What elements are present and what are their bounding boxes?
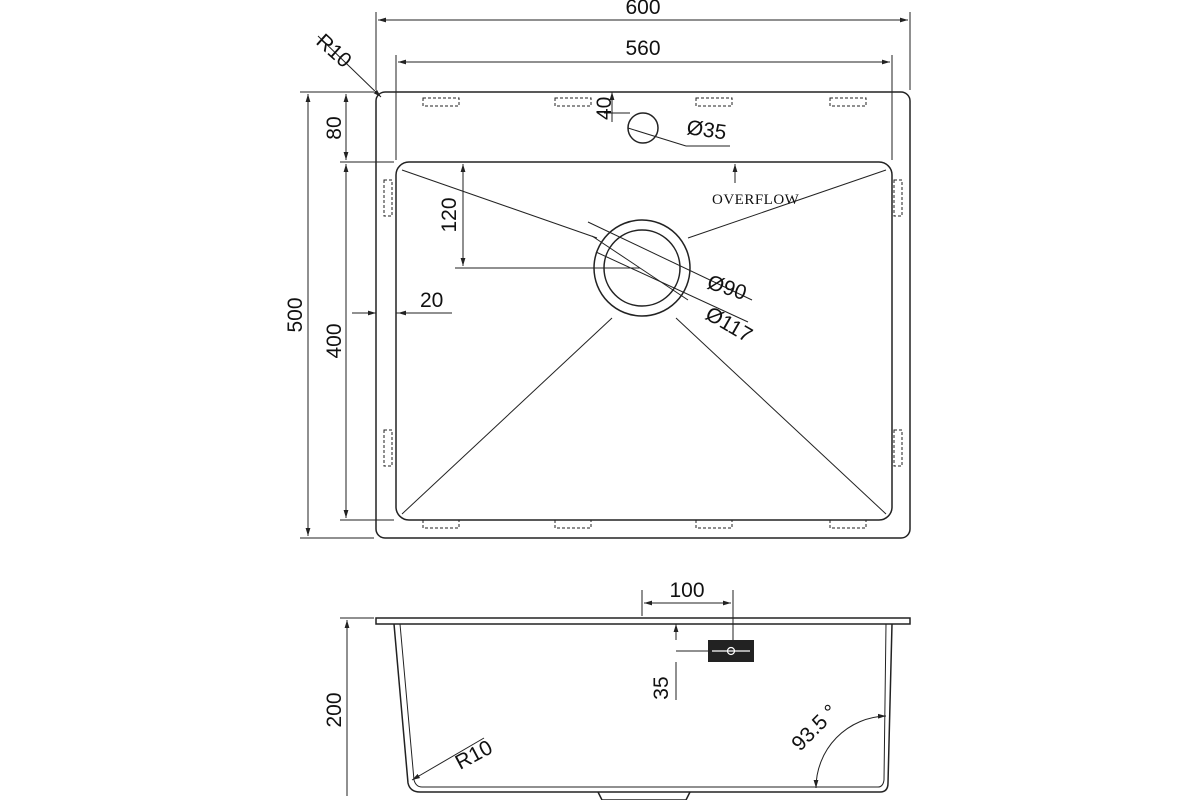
tap-hole	[627, 112, 659, 144]
dim-overall-width: 600	[375, 0, 911, 90]
bowl-height-label: 200	[323, 692, 346, 727]
section-view: 100 35 200 R10 93.5 °	[323, 579, 911, 800]
dim-bottom-radius: R10	[411, 736, 497, 781]
mounting-clips	[383, 97, 903, 529]
overflow-fitting	[708, 640, 754, 662]
dim-drain-diameters: Ø90 Ø117	[587, 221, 757, 347]
overall-depth-label: 500	[284, 297, 307, 332]
dim-tap-diameter: Ø35	[627, 116, 730, 147]
dim-tap-offset: 40	[593, 92, 630, 122]
dim-overflow-offset: 100	[641, 579, 734, 640]
section-rim	[375, 617, 911, 625]
dim-top-deck: 80	[323, 94, 394, 163]
bottom-radius-label: R10	[452, 736, 497, 774]
overflow-height-label: 35	[650, 676, 673, 699]
dim-bowl-depth: 400	[323, 164, 394, 521]
dim-wall-angle: 93.5 °	[787, 700, 887, 789]
bowl-depth-label: 400	[323, 323, 346, 358]
wall-angle-label: 93.5 °	[787, 700, 842, 755]
overflow-offset-label: 100	[669, 579, 704, 602]
section-drain-base	[597, 791, 691, 800]
top-deck-label: 80	[323, 116, 346, 139]
drain-offset-label: 120	[438, 197, 461, 232]
drain-inner-diameter-label: Ø90	[704, 271, 749, 305]
overall-width-label: 600	[625, 0, 660, 19]
section-bowl-outline	[393, 623, 893, 793]
dim-overall-depth: 500	[284, 91, 374, 539]
bowl-width-label: 560	[625, 37, 660, 60]
plan-view: 600 560 R10 40 Ø35 O	[284, 0, 911, 539]
tap-offset-label: 40	[593, 97, 616, 120]
bowl-slope-lines	[401, 169, 887, 515]
dim-side-rim: 20	[352, 289, 452, 316]
dim-drain-offset: 120	[438, 164, 640, 269]
dim-bowl-width: 560	[395, 37, 893, 160]
dim-bowl-height: 200	[323, 617, 374, 796]
drain-outer-diameter-label: Ø117	[702, 302, 757, 347]
dim-corner-radius: R10	[312, 30, 382, 98]
overflow-callout: OVERFLOW	[712, 164, 800, 208]
sink-outer-outline	[375, 91, 911, 539]
side-rim-label: 20	[420, 289, 443, 312]
overflow-label: OVERFLOW	[712, 192, 800, 208]
tap-diameter-label: Ø35	[685, 116, 728, 144]
dim-overflow-height: 35	[650, 624, 708, 700]
bowl-outline	[395, 161, 893, 521]
